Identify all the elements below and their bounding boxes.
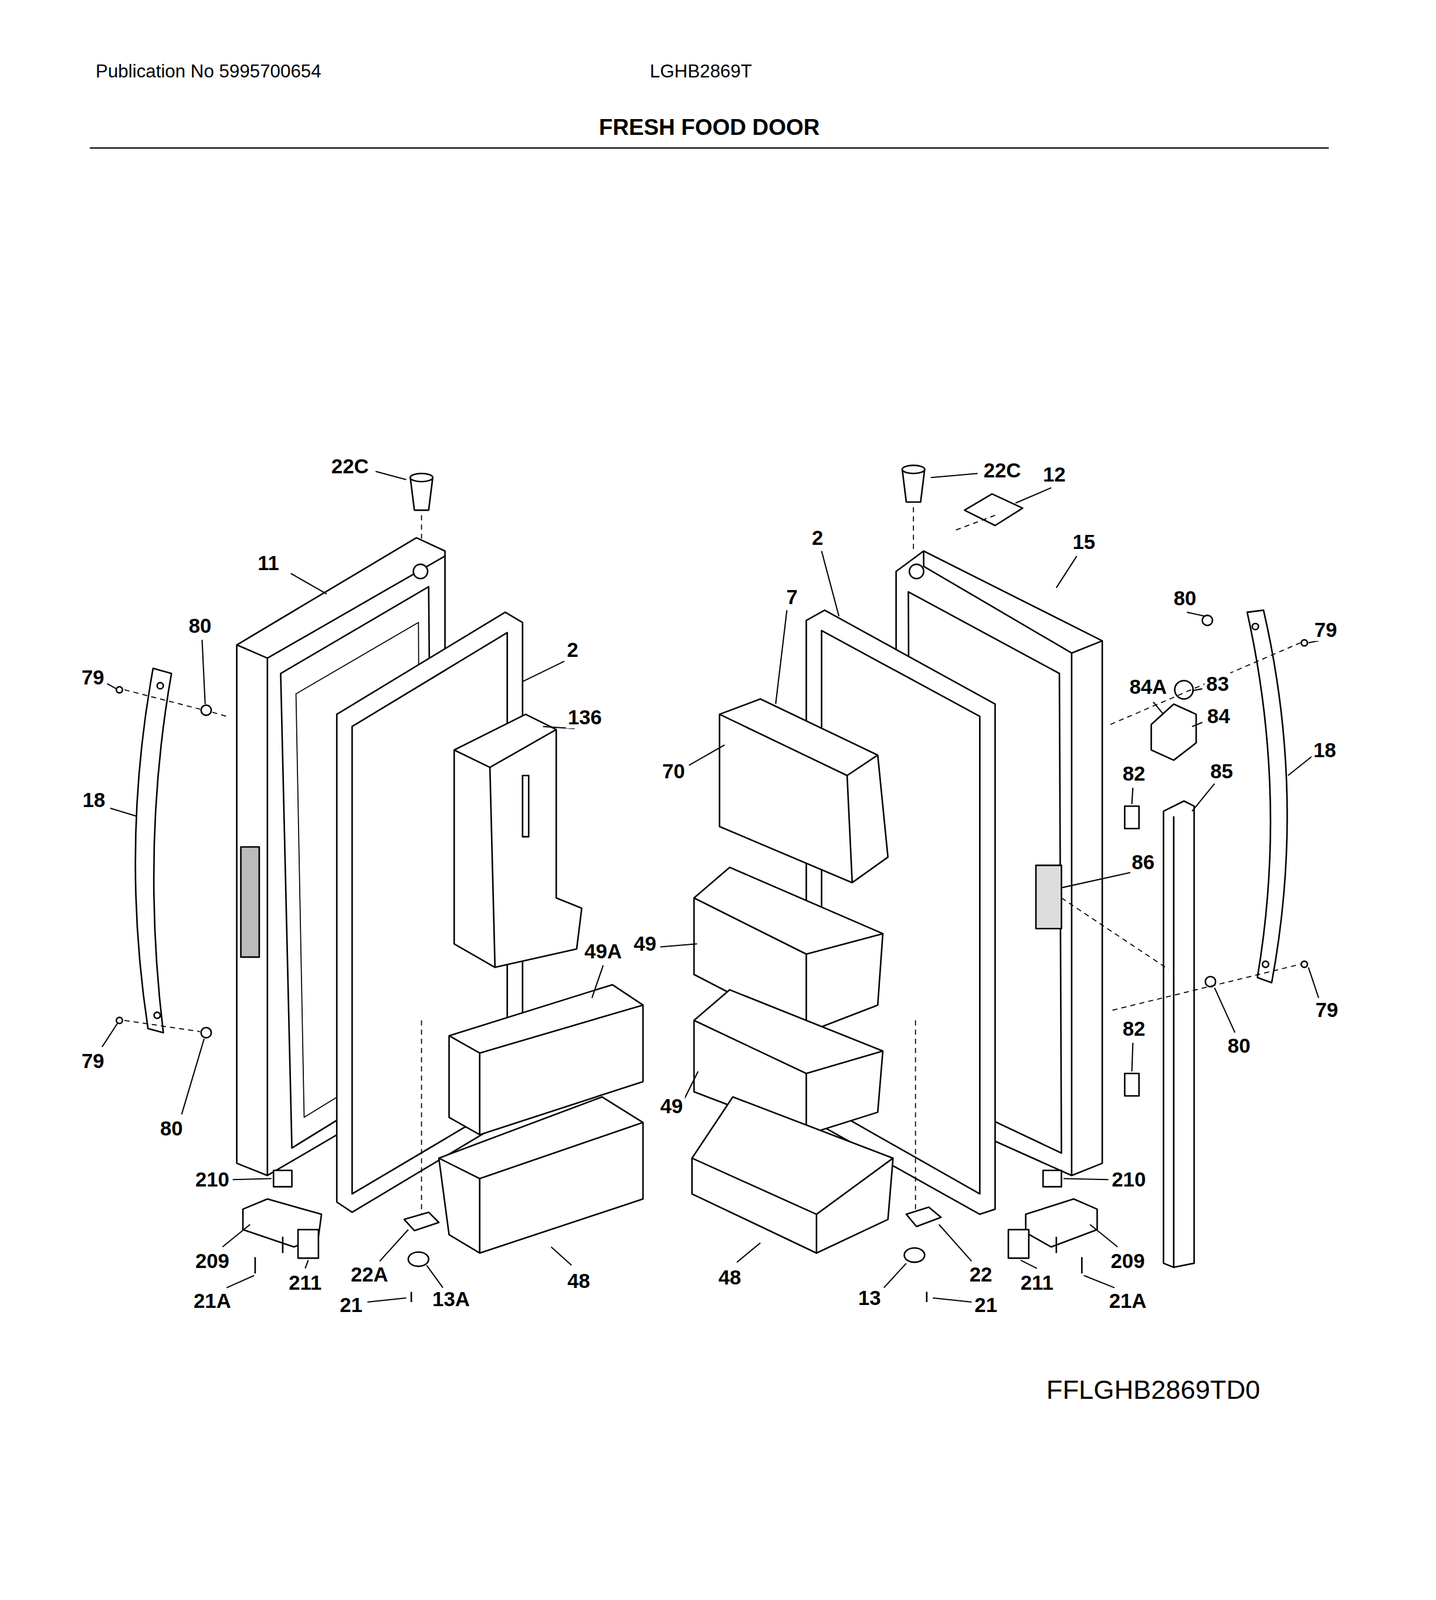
callout-number: 48 — [716, 1266, 744, 1289]
callout-number: 79 — [1312, 618, 1340, 641]
callout-number: 21 — [972, 1294, 999, 1317]
callout-number: 13A — [430, 1288, 472, 1311]
callout-number: 48 — [565, 1269, 592, 1292]
callout-number: 49 — [631, 932, 659, 955]
figure-code: FFLGHB2869TD0 — [1044, 1375, 1262, 1405]
callout-number: 80 — [158, 1117, 185, 1140]
callout-number: 11 — [255, 551, 281, 575]
callout-number: 22C — [981, 459, 1024, 482]
callout-number: 80 — [187, 614, 214, 637]
callout-number: 7 — [784, 586, 799, 609]
header-rule — [89, 147, 1329, 149]
callout-number: 79 — [1313, 998, 1340, 1022]
callout-number: 211 — [1018, 1271, 1056, 1295]
callout-number: 211 — [286, 1271, 324, 1295]
assembly-lines — [124, 507, 1300, 1215]
header-text: LGHB2869T — [648, 61, 754, 82]
callout-number: 70 — [660, 760, 687, 783]
callout-number: 82 — [1120, 1017, 1148, 1041]
callout-number: 84 — [1205, 705, 1232, 728]
callout-number: 18 — [80, 788, 108, 812]
parts — [116, 465, 1307, 1303]
callout-number: 85 — [1208, 760, 1235, 783]
callout-number: 15 — [1070, 530, 1097, 554]
callout-number: 18 — [1311, 739, 1339, 762]
header-text: Publication No 5995700654 — [93, 61, 324, 82]
callout-number: 22A — [349, 1263, 391, 1286]
callout-number: 209 — [193, 1250, 232, 1273]
callout-number: 2 — [564, 638, 580, 662]
callout-number: 22 — [967, 1263, 995, 1286]
callout-number: 13 — [856, 1287, 883, 1310]
callout-number: 2 — [810, 526, 825, 550]
callout-number: 84A — [1127, 675, 1169, 699]
callout-number: 79 — [79, 666, 107, 689]
callout-number: 80 — [1225, 1034, 1253, 1058]
callout-number: 21 — [337, 1294, 365, 1317]
callout-number: 21A — [191, 1289, 233, 1313]
callout-number: 210 — [1109, 1168, 1148, 1191]
callout-number: 22C — [329, 455, 371, 478]
callout-number: 210 — [193, 1168, 232, 1191]
callout-number: 49 — [658, 1095, 685, 1118]
callout-number: 86 — [1129, 851, 1157, 874]
callout-number: 12 — [1041, 463, 1068, 486]
callout-number: 80 — [1172, 586, 1199, 609]
callout-number: 136 — [566, 706, 604, 729]
callout-number: 82 — [1120, 762, 1148, 785]
callout-number: 49A — [582, 939, 624, 963]
callout-number: 79 — [79, 1050, 107, 1073]
callout-number: 209 — [1109, 1250, 1147, 1273]
callout-number: 83 — [1204, 672, 1231, 696]
callout-number: 21A — [1107, 1289, 1149, 1313]
diagram-title: FRESH FOOD DOOR — [597, 114, 822, 140]
leader-lines — [102, 471, 1319, 1303]
